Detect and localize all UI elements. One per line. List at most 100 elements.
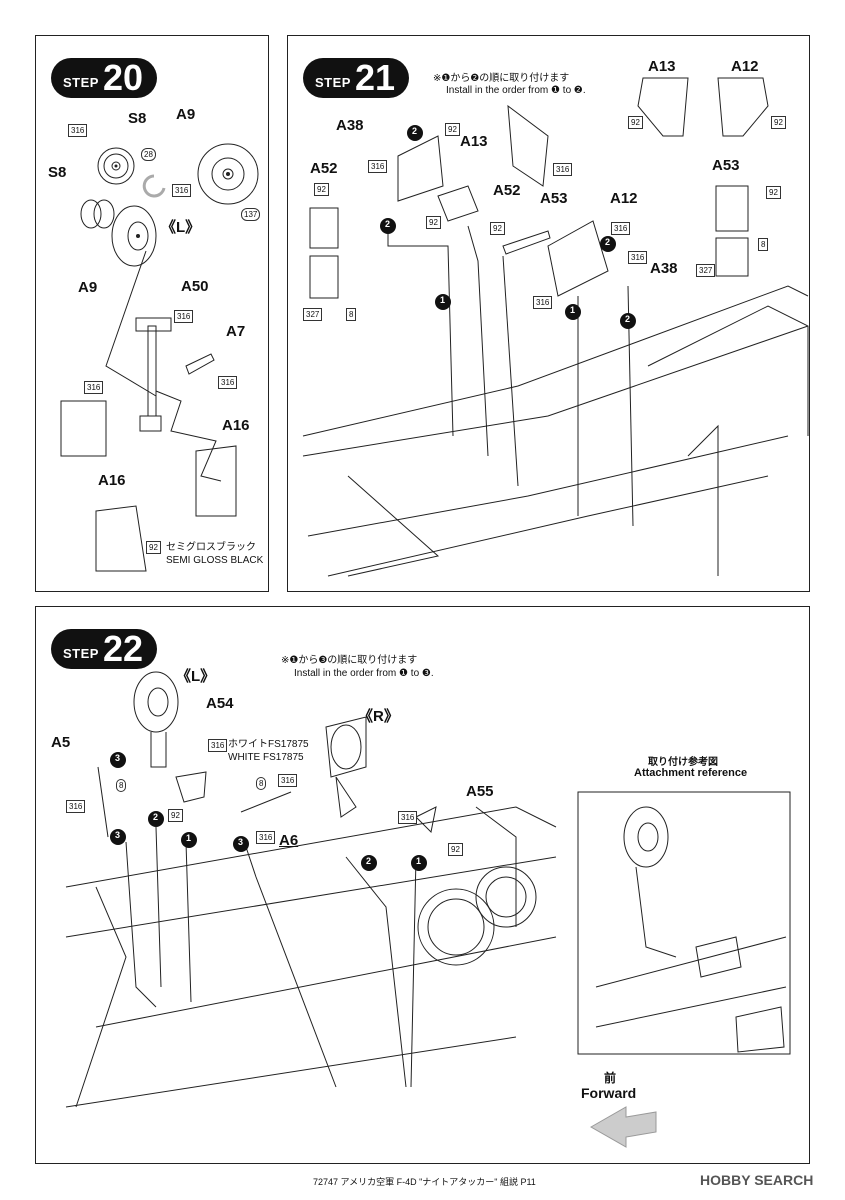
- paint-code: 8: [256, 777, 267, 790]
- reference-title-jp: 取り付け参考図: [648, 757, 718, 768]
- paint-code: 316: [278, 774, 298, 787]
- order-marker: 3: [115, 753, 121, 763]
- paint-code: 8: [758, 238, 769, 251]
- paint-code: 137: [241, 208, 261, 221]
- step-22-badge: STEP 22: [51, 628, 158, 669]
- order-marker: 2: [153, 812, 159, 822]
- paint-code: 92: [448, 843, 463, 856]
- step-22-panel: STEP 22 ※❶から❸の順に取り付けます Install in the or…: [35, 606, 810, 1164]
- order-marker: 2: [412, 126, 418, 136]
- reference-title-en: Attachment reference: [634, 767, 748, 779]
- label-a54: A54: [206, 695, 234, 712]
- paint-code: 316: [611, 222, 631, 235]
- paint-code: 316: [533, 296, 553, 309]
- paint-code: 92: [771, 116, 786, 129]
- order-marker: 2: [605, 237, 611, 247]
- label-a6: A6: [279, 832, 299, 849]
- label-a55: A55: [466, 783, 494, 800]
- label-s8-top: S8: [128, 110, 147, 127]
- order-note-en: Install in the order from ❶ to ❷.: [446, 85, 586, 96]
- step-21-panel: STEP 21 ※❶から❷の順に取り付けます Install in the or…: [287, 35, 810, 592]
- step-20-badge: STEP 20: [51, 57, 158, 98]
- paint-code: 92: [168, 809, 183, 822]
- paint-name-jp: ホワイトFS17875: [228, 739, 309, 750]
- paint-code: 8: [116, 779, 127, 792]
- step-22-drawing: [65, 671, 791, 1148]
- paint-code: 92: [766, 186, 781, 199]
- order-note-jp: ※❶から❷の順に取り付けます: [433, 73, 570, 84]
- step-20-panel: STEP 20 S8 A: [35, 35, 269, 592]
- order-marker: 2: [385, 219, 391, 229]
- paint-code: 316: [66, 800, 86, 813]
- label-l-mark: 《L》: [161, 219, 201, 236]
- order-marker: 1: [186, 833, 192, 843]
- step-21-drawing: [302, 77, 809, 577]
- label-l-mark: 《L》: [176, 668, 216, 685]
- paint-name-jp: セミグロスブラック: [166, 542, 256, 553]
- paint-code: 28: [141, 148, 156, 161]
- step-number: 22: [102, 628, 144, 669]
- label-a9-top: A9: [176, 106, 196, 123]
- label-a16-right: A16: [222, 417, 250, 434]
- label-a38-left: A38: [336, 117, 364, 134]
- label-a7: A7: [226, 323, 246, 340]
- order-marker: 3: [238, 837, 244, 847]
- paint-code: 92: [314, 183, 329, 196]
- label-a53: A53: [540, 190, 568, 207]
- paint-code: 92: [426, 216, 441, 229]
- paint-code: 8: [346, 308, 357, 321]
- label-a9-left: A9: [78, 279, 98, 296]
- label-a52-left: A52: [310, 160, 338, 177]
- paint-code: 316: [174, 310, 194, 323]
- paint-code: 92: [146, 541, 161, 554]
- paint-code: 316: [68, 124, 88, 137]
- step-word: STEP: [315, 74, 351, 90]
- step-20-drawing: [60, 143, 259, 572]
- order-marker: 3: [115, 830, 121, 840]
- label-a53-right: A53: [712, 157, 740, 174]
- paint-code: 316: [398, 811, 418, 824]
- paint-name-en: WHITE FS17875: [228, 752, 304, 763]
- label-r-mark: 《R》: [358, 708, 399, 725]
- label-a12-top: A12: [731, 58, 759, 75]
- paint-code: 316: [84, 381, 104, 394]
- label-a12: A12: [610, 190, 638, 207]
- page-footer: 72747 アメリカ空軍 F-4D "ナイトアタッカー" 組説 P11: [313, 1177, 536, 1187]
- label-a38-right: A38: [650, 260, 678, 277]
- paint-code: 316: [218, 376, 238, 389]
- step-number: 20: [102, 57, 144, 98]
- label-s8-left: S8: [48, 164, 67, 181]
- forward-label-en: Forward: [581, 1085, 637, 1101]
- brand-watermark: HOBBY SEARCH: [700, 1172, 814, 1188]
- order-marker: 1: [416, 856, 422, 866]
- paint-code: 316: [172, 184, 192, 197]
- paint-code: 316: [208, 739, 228, 752]
- paint-code: 316: [628, 251, 648, 264]
- paint-code: 92: [628, 116, 643, 129]
- paint-code: 92: [445, 123, 460, 136]
- step-number: 21: [354, 57, 396, 98]
- forward-label-jp: 前: [604, 1071, 617, 1085]
- paint-code: 327: [303, 308, 323, 321]
- label-a13: A13: [460, 133, 488, 150]
- paint-code: 92: [490, 222, 505, 235]
- order-marker: 1: [440, 295, 446, 305]
- step-word: STEP: [63, 74, 99, 90]
- paint-code: 327: [696, 264, 716, 277]
- step-word: STEP: [63, 645, 99, 661]
- label-a13-top: A13: [648, 58, 676, 75]
- label-a52: A52: [493, 182, 521, 199]
- order-note-jp: ※❶から❸の順に取り付けます: [281, 655, 418, 666]
- step-21-badge: STEP 21: [303, 57, 410, 98]
- order-marker: 1: [570, 305, 576, 315]
- paint-code: 316: [256, 831, 276, 844]
- paint-name-en: SEMI GLOSS BLACK: [166, 555, 264, 566]
- order-marker: 2: [366, 856, 372, 866]
- paint-code: 316: [553, 163, 573, 176]
- forward-arrow: [589, 1106, 657, 1148]
- order-marker: 2: [625, 314, 631, 324]
- paint-code: 316: [368, 160, 388, 173]
- order-note-en: Install in the order from ❶ to ❸.: [294, 668, 434, 679]
- label-a50: A50: [181, 278, 209, 295]
- label-a16-bottom: A16: [98, 472, 126, 489]
